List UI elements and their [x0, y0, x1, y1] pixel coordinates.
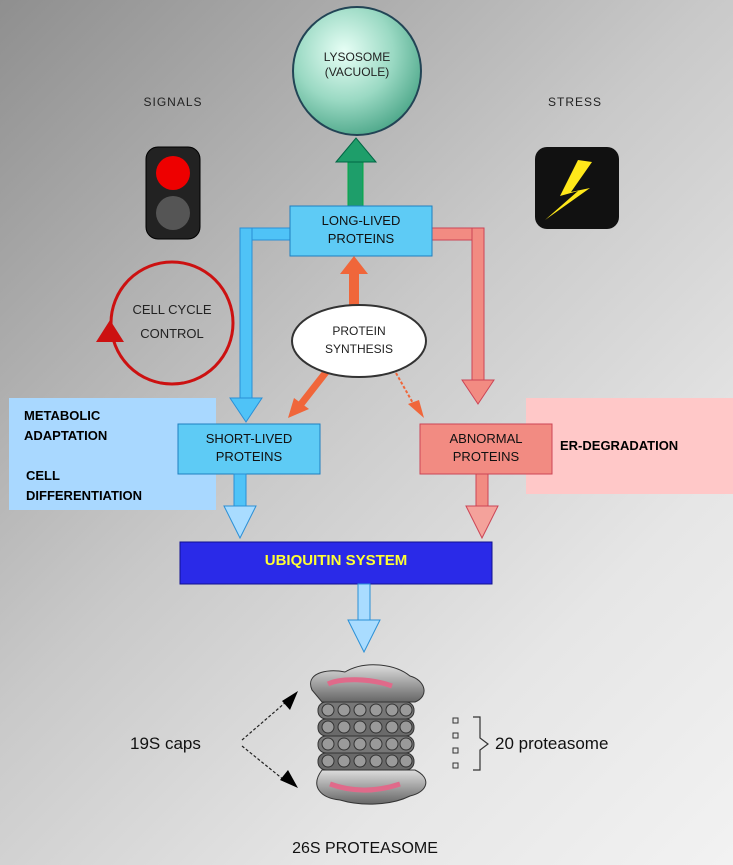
signals-label: SIGNALS	[143, 95, 203, 109]
cell-cycle-circle	[96, 260, 235, 386]
metabolic-label: METABOLIC ADAPTATION	[24, 408, 108, 443]
proteasome-label: 26S PROTEASOME	[292, 840, 438, 857]
short-lived-label: SHORT-LIVED PROTEINS	[205, 431, 293, 464]
pink-arrow-to-ubiquitin	[465, 473, 499, 540]
short-lived-box	[177, 423, 321, 475]
long-lived-label: LONG-LIVED PROTEINS	[321, 213, 401, 246]
lightning-icon	[535, 147, 619, 229]
proteasome-illustration	[310, 664, 427, 805]
stress-label: STRESS	[547, 95, 602, 109]
blue-arrow-left-branch	[229, 227, 291, 423]
protein-synthesis-node	[291, 304, 427, 378]
blue-arrow-to-ubiquitin	[223, 473, 257, 540]
orange-arrow-up	[340, 256, 368, 310]
orange-arrow-left	[288, 364, 333, 418]
caps-label: 19S caps	[130, 734, 201, 753]
abnormal-label: ABNORMAL PROTEINS	[449, 431, 523, 464]
long-lived-box	[289, 205, 433, 257]
lysosome-label: LYSOSOME (VACUOLE)	[323, 50, 391, 79]
differentiation-label: CELL DIFFERENTIATION	[26, 468, 143, 503]
caps-pointers	[241, 691, 298, 788]
blue-arrow-to-proteasome	[347, 583, 381, 654]
core-bracket	[452, 716, 489, 771]
traffic-light-icon	[145, 146, 201, 240]
core-label: 20 proteasome	[495, 734, 609, 753]
cell-cycle-label: CELL CYCLE CONTROL	[132, 302, 212, 341]
green-arrow-to-lysosome	[334, 137, 378, 209]
er-degradation-label: ER-DEGRADATION	[560, 438, 679, 453]
pink-arrow-right-branch	[427, 227, 495, 405]
er-degradation-box	[526, 398, 733, 494]
ubiquitin-system-box	[179, 541, 493, 585]
lysosome-node	[292, 6, 422, 136]
abnormal-box	[419, 423, 553, 475]
ubiquitin-system-label: UBIQUITIN SYSTEM	[264, 552, 408, 569]
orange-arrow-right	[395, 372, 424, 418]
protein-synthesis-label: PROTEIN SYNTHESIS	[324, 324, 393, 356]
